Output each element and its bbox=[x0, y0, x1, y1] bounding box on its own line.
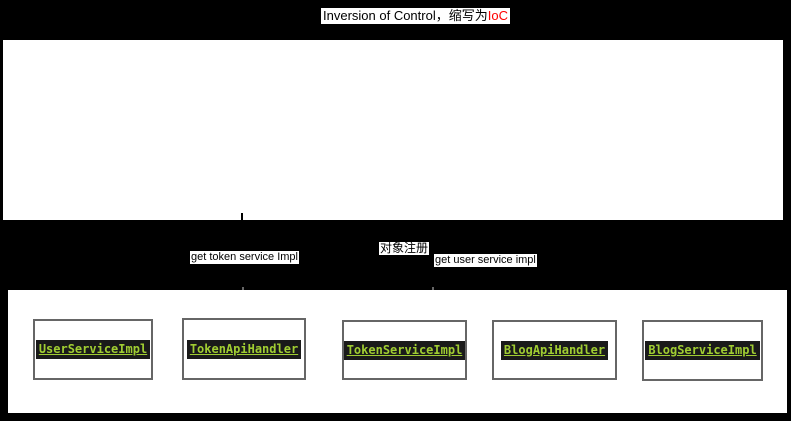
node-token-service-impl: TokenServiceImpl bbox=[342, 320, 467, 380]
node-label: TokenServiceImpl bbox=[343, 340, 466, 360]
ioc-container-rect bbox=[3, 40, 783, 220]
node-label: TokenApiHandler bbox=[186, 339, 302, 359]
node-token-api-handler: TokenApiHandler bbox=[182, 318, 306, 380]
edge-label-object-registration: 对象注册 bbox=[379, 241, 430, 255]
diagram-title-text: Inversion of Control，缩写为 bbox=[323, 8, 488, 23]
edge-label-get-token-service: get token service Impl bbox=[190, 251, 299, 264]
node-blog-api-handler: BlogApiHandler bbox=[492, 320, 617, 380]
services-panel: UserServiceImpl TokenApiHandler TokenSer… bbox=[8, 290, 787, 413]
diagram-title-accent: IoC bbox=[487, 8, 508, 23]
node-user-service-impl: UserServiceImpl bbox=[33, 319, 153, 380]
node-label: UserServiceImpl bbox=[35, 340, 151, 359]
diagram-title: Inversion of Control，缩写为IoC bbox=[321, 8, 510, 24]
connector-tick bbox=[241, 213, 243, 220]
edge-label-get-user-service: get user service impl bbox=[434, 254, 537, 267]
node-blog-service-impl: BlogServiceImpl bbox=[642, 320, 763, 381]
node-label: BlogApiHandler bbox=[500, 340, 609, 360]
node-label: BlogServiceImpl bbox=[645, 341, 760, 360]
